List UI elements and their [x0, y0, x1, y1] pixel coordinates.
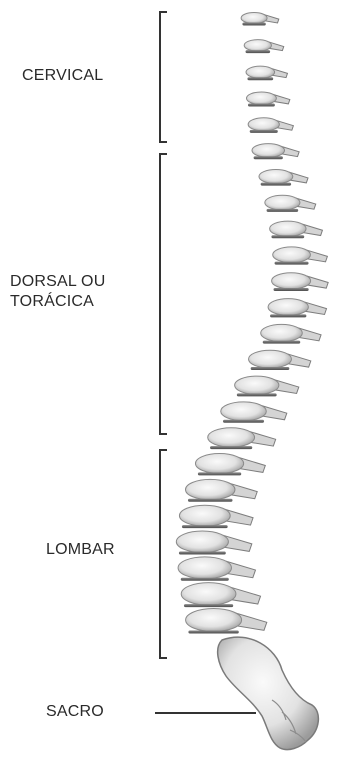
- vertebra-body: [221, 402, 267, 421]
- vertebra: [241, 13, 279, 26]
- intervertebral-disc: [223, 420, 264, 423]
- vertebra: [179, 505, 253, 528]
- intervertebral-disc: [246, 50, 271, 53]
- intervertebral-disc: [184, 604, 233, 607]
- label-dorsal-line2: TORÁCICA: [10, 292, 105, 312]
- vertebra-body: [241, 13, 267, 24]
- vertebra-body: [248, 118, 279, 131]
- spine-illustration: [176, 13, 328, 634]
- intervertebral-disc: [275, 262, 309, 265]
- vertebra: [221, 402, 287, 423]
- vertebra-body: [235, 376, 279, 394]
- vertebra: [176, 531, 252, 554]
- intervertebral-disc: [181, 578, 229, 581]
- vertebra-body: [261, 324, 303, 341]
- vertebra: [185, 479, 257, 501]
- cervical-bracket: [160, 12, 167, 142]
- vertebra-body: [252, 144, 285, 158]
- intervertebral-disc: [182, 525, 228, 528]
- vertebra-body: [186, 609, 242, 632]
- intervertebral-disc: [242, 23, 265, 26]
- vertebra: [261, 324, 321, 343]
- vertebra-body: [259, 169, 293, 183]
- intervertebral-disc: [250, 130, 278, 133]
- sacrum-bone: [218, 637, 319, 749]
- intervertebral-disc: [237, 393, 277, 396]
- label-lombar: LOMBAR: [46, 540, 115, 560]
- sacrum-illustration: [218, 637, 319, 749]
- vertebra-body: [265, 195, 300, 210]
- lombar-bracket: [160, 450, 167, 658]
- vertebra-body: [178, 557, 231, 579]
- vertebra-body: [208, 428, 255, 447]
- vertebra: [186, 609, 267, 634]
- label-dorsal-toracica: DORSAL OU TORÁCICA: [10, 272, 105, 312]
- vertebra: [246, 92, 289, 107]
- label-dorsal-line1: DORSAL OU: [10, 272, 105, 292]
- vertebra: [259, 169, 308, 185]
- vertebra: [249, 350, 311, 370]
- intervertebral-disc: [188, 631, 238, 634]
- vertebra: [265, 195, 316, 212]
- vertebra-body: [246, 66, 275, 78]
- vertebra-body: [246, 92, 276, 105]
- vertebra: [195, 454, 265, 476]
- intervertebral-disc: [188, 499, 233, 502]
- vertebra-body: [176, 531, 228, 552]
- vertebra: [244, 40, 284, 54]
- intervertebral-disc: [270, 314, 306, 317]
- vertebra: [268, 299, 327, 318]
- intervertebral-disc: [274, 288, 309, 291]
- vertebra: [235, 376, 299, 396]
- vertebra: [248, 118, 293, 133]
- vertebra: [273, 247, 328, 265]
- vertebra-body: [272, 273, 311, 289]
- intervertebral-disc: [271, 235, 304, 238]
- intervertebral-disc: [254, 156, 283, 159]
- intervertebral-disc: [210, 446, 252, 449]
- intervertebral-disc: [248, 104, 275, 107]
- vertebra: [178, 557, 255, 581]
- vertebra-body: [181, 583, 236, 605]
- intervertebral-disc: [198, 472, 241, 475]
- vertebra-body: [179, 505, 230, 526]
- vertebra: [246, 66, 287, 80]
- label-cervical: CERVICAL: [22, 66, 103, 86]
- vertebra-body: [244, 40, 271, 52]
- vertebra: [270, 221, 323, 238]
- intervertebral-disc: [263, 341, 300, 344]
- vertebra-body: [185, 479, 234, 499]
- intervertebral-disc: [261, 183, 291, 186]
- intervertebral-disc: [247, 77, 273, 80]
- vertebra: [208, 428, 276, 449]
- intervertebral-disc: [267, 209, 299, 212]
- vertebra-body: [249, 350, 292, 368]
- vertebra: [181, 583, 260, 607]
- intervertebral-disc: [251, 367, 290, 370]
- intervertebral-disc: [179, 551, 226, 554]
- vertebra-body: [270, 221, 306, 236]
- vertebra: [272, 273, 329, 291]
- vertebra-body: [268, 299, 308, 316]
- dorsal-bracket: [160, 154, 167, 434]
- vertebra-body: [195, 454, 243, 474]
- vertebra-body: [273, 247, 311, 263]
- label-sacro: SACRO: [46, 702, 104, 722]
- vertebra: [252, 144, 299, 160]
